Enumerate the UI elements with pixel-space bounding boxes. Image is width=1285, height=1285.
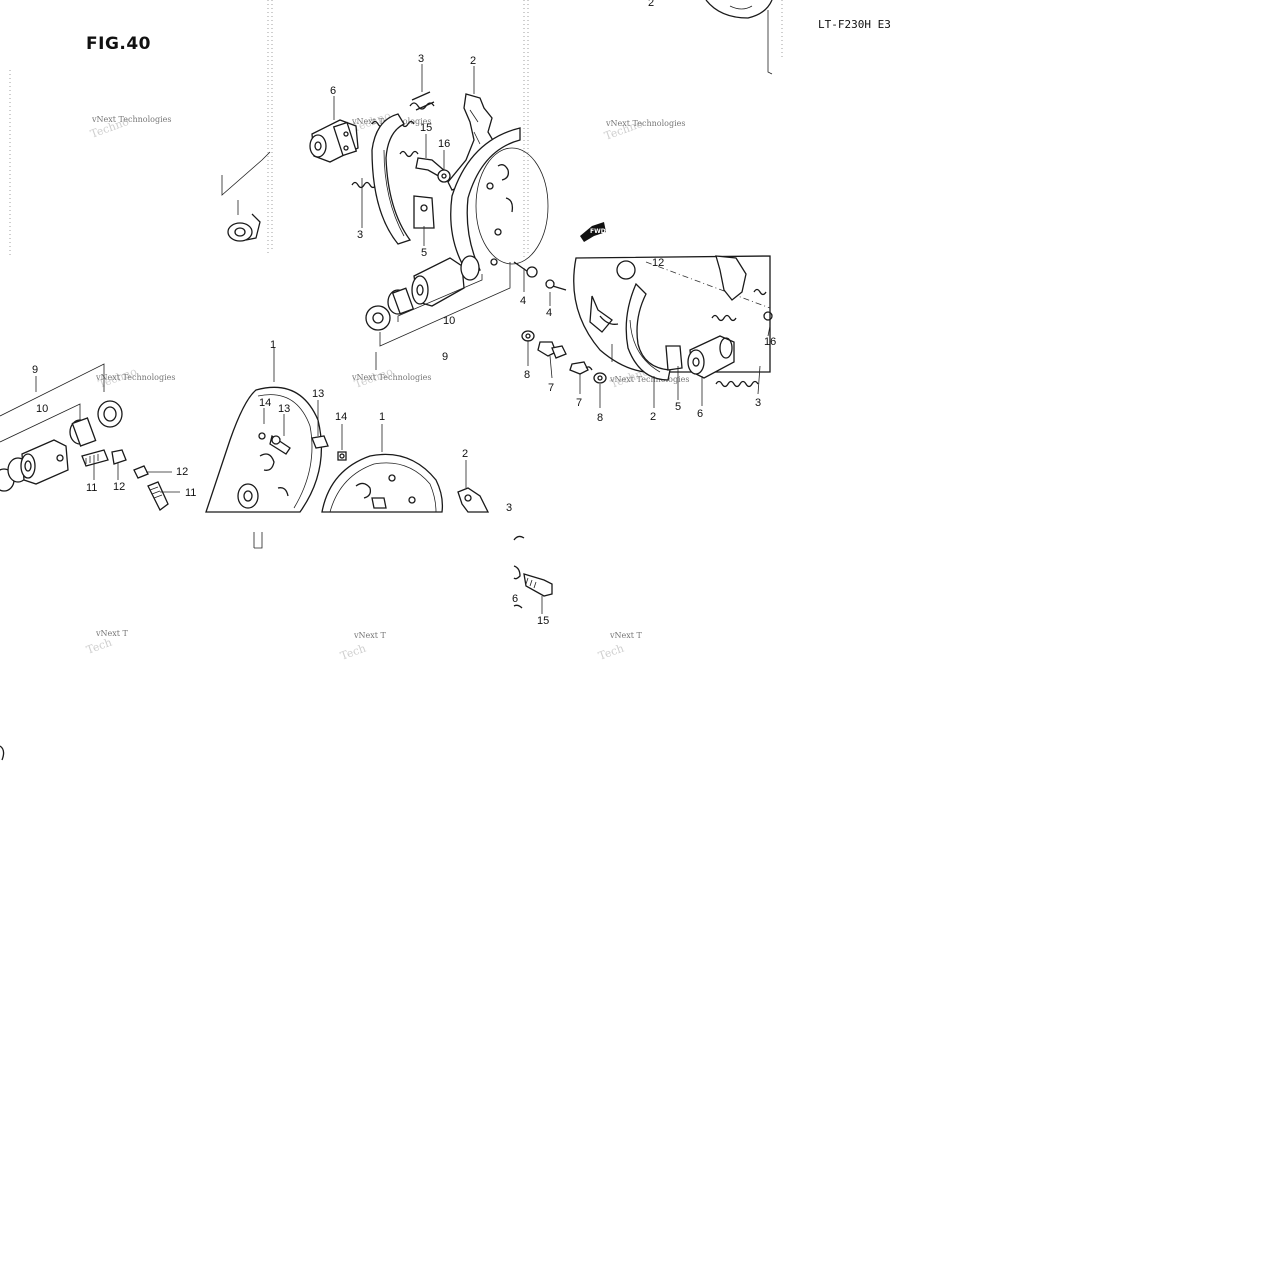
fasteners-13-14: [311, 435, 347, 461]
callout-11: 11: [185, 487, 196, 499]
callout-7: 7: [548, 382, 554, 394]
callout-16: 16: [764, 336, 776, 348]
svg-text:vNext T: vNext T: [95, 629, 129, 638]
svg-text:vNext Technologies: vNext Technologies: [95, 373, 175, 382]
svg-text:Tech: Tech: [597, 642, 626, 663]
return-spring: [371, 91, 435, 128]
callout-14: 14: [335, 411, 347, 423]
model-code: LT-F230H E3: [818, 18, 891, 31]
backing-plate-upper: [450, 127, 549, 275]
callout-15: 15: [537, 615, 549, 627]
callout-12: 12: [113, 481, 125, 493]
adjuster-spring: [399, 150, 419, 158]
callout-16: 16: [438, 138, 450, 150]
fwd-arrow: FWD: [580, 222, 606, 242]
callout-6: 6: [330, 85, 336, 97]
edge-fragment: [0, 745, 5, 761]
callout-numbers: 3 2 6 15 16 3 5 10 9 4 4 12 8 7 7 8 2 5 …: [32, 53, 776, 627]
callout-6: 6: [697, 408, 703, 420]
svg-text:Tech: Tech: [85, 636, 114, 657]
callout-10: 10: [443, 315, 455, 327]
svg-text:vNext T: vNext T: [609, 631, 643, 640]
callout-3: 3: [418, 53, 424, 65]
svg-text:vNext Technologies: vNext Technologies: [605, 119, 685, 128]
callout-2: 2: [470, 55, 476, 67]
callout-3: 3: [357, 229, 363, 241]
callout-6: 6: [512, 593, 518, 605]
partial-drum-fragment: [705, 0, 773, 75]
shoe-plate-center: [457, 487, 490, 513]
svg-text:FWD: FWD: [590, 228, 606, 235]
callout-10: 10: [36, 403, 48, 415]
callout-3: 3: [755, 397, 761, 409]
callout-7: 7: [576, 397, 582, 409]
backing-plate-left: [205, 386, 323, 513]
left-tile-fragment: [221, 151, 271, 242]
callout-9: 9: [442, 351, 448, 363]
upper-brake-assembly: [309, 91, 567, 331]
bracket-mark: [253, 532, 263, 549]
spring-lower: [351, 181, 377, 189]
svg-text:Tech: Tech: [339, 642, 368, 663]
bolt-15-upper: [415, 157, 451, 183]
callout-1: 1: [379, 411, 385, 423]
svg-text:vNext T: vNext T: [353, 631, 387, 640]
scan-artifacts: [9, 0, 783, 260]
callout-12: 12: [652, 257, 664, 269]
svg-text:vNext Technologies: vNext Technologies: [609, 375, 689, 384]
left-wheel-cylinder-kit: [0, 400, 169, 511]
callout-12: 12: [176, 466, 188, 478]
svg-text:vNext Technologies: vNext Technologies: [91, 115, 171, 124]
backing-plate-center: [321, 453, 444, 513]
pin-4: [513, 261, 567, 291]
callout-14: 14: [259, 397, 271, 409]
bottom-fragment: [513, 535, 553, 609]
callout-8: 8: [597, 412, 603, 424]
fasteners-center: [521, 330, 607, 384]
callout-2: 2: [462, 448, 468, 460]
callout-9: 9: [32, 364, 38, 376]
callout-15: 15: [420, 122, 432, 134]
callout-8: 8: [524, 369, 530, 381]
right-brake-assembly: [573, 255, 773, 388]
callout-1: 1: [270, 339, 276, 351]
callout-4: 4: [520, 295, 526, 307]
wheel-cylinder: [309, 119, 359, 163]
svg-text:vNext Technologies: vNext Technologies: [351, 373, 431, 382]
callout-5: 5: [675, 401, 681, 413]
callout-2-top: 2: [648, 0, 654, 9]
callout-5: 5: [421, 247, 427, 259]
callout-2: 2: [650, 411, 656, 423]
callout-13: 13: [278, 403, 290, 415]
wheel-cylinder-kit-upper: [365, 255, 498, 331]
callout-4: 4: [546, 307, 552, 319]
callout-3: 3: [506, 502, 512, 514]
figure-title: FIG.40: [86, 34, 152, 54]
callout-11: 11: [86, 482, 97, 494]
brake-shoe-upper: [371, 113, 435, 245]
leader-lines: [0, 64, 771, 614]
callout-13: 13: [312, 388, 324, 400]
